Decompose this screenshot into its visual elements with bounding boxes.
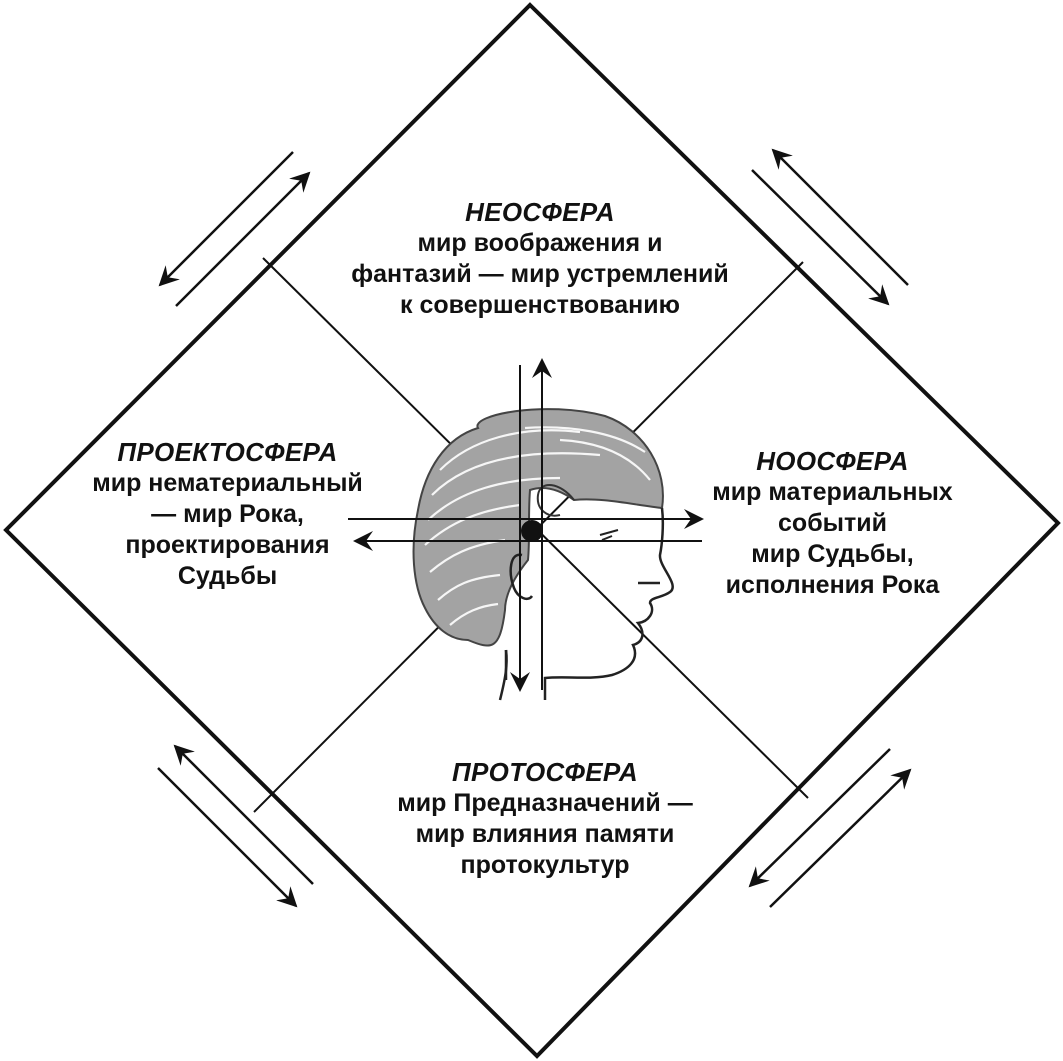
center-point <box>521 520 543 542</box>
sphere-description: Судьбы <box>177 562 278 590</box>
sphere-description: событий <box>778 509 887 537</box>
protosphere-label: ПРОТОСФЕРА мир Предназначений — мир влия… <box>330 757 760 881</box>
sphere-description: мир нематериальный <box>92 469 363 497</box>
sphere-description: мир Судьбы, <box>751 540 914 568</box>
sphere-description: мир воображения и <box>417 229 663 257</box>
sphere-description: проектирования <box>125 531 330 559</box>
noosphere-label: НООСФЕРА мир материальных событий мир Су… <box>680 446 985 601</box>
neosphere-label: НЕОСФЕРА мир воображения и фантазий — ми… <box>270 197 810 321</box>
sphere-description: фантазий — мир устремлений <box>351 260 729 288</box>
sphere-title: НЕОСФЕРА <box>465 197 615 227</box>
sphere-title: ПРОЕКТОСФЕРА <box>117 437 338 467</box>
sphere-title: НООСФЕРА <box>756 446 909 476</box>
outer-diamond <box>3 2 1061 1059</box>
sphere-description: — мир Рока, <box>151 500 304 528</box>
sphere-description: мир материальных <box>712 478 953 506</box>
sphere-description: к совершенствованию <box>400 291 680 319</box>
sphere-description: протокультур <box>460 851 630 879</box>
proektosphere-label: ПРОЕКТОСФЕРА мир нематериальный — мир Ро… <box>55 437 400 592</box>
sphere-description: мир Предназначений — <box>397 789 693 817</box>
ear <box>509 553 534 600</box>
double-arrow-icon <box>157 148 912 908</box>
sphere-description: исполнения Рока <box>725 571 940 599</box>
human-head-profile-icon <box>412 408 674 701</box>
sphere-description: мир влияния памяти <box>415 820 675 848</box>
sphere-title: ПРОТОСФЕРА <box>452 757 638 787</box>
